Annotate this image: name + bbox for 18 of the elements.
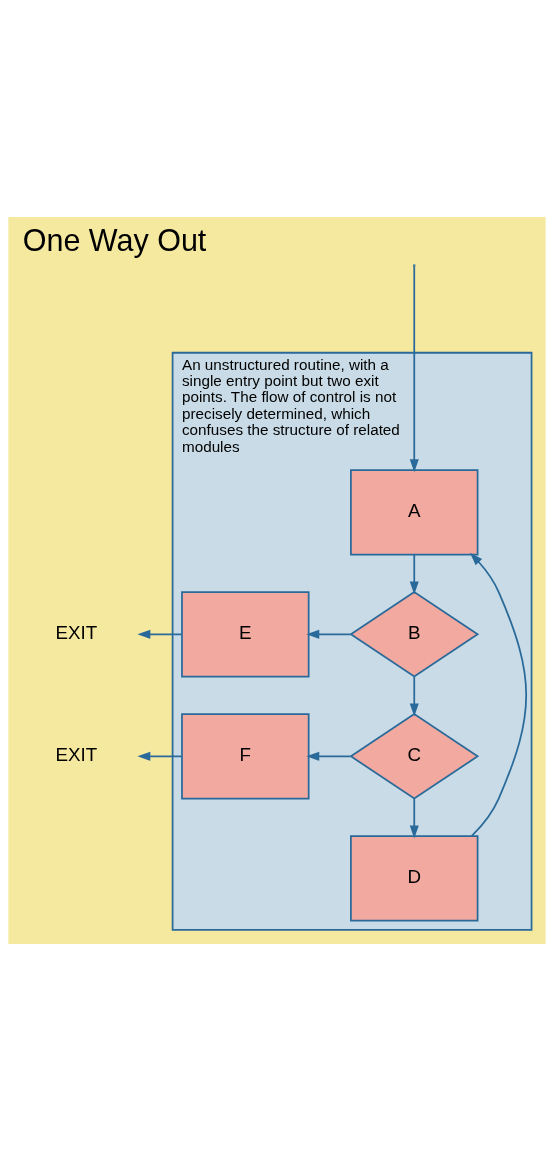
arrow: [137, 629, 183, 639]
node-diamond: B: [349, 591, 480, 678]
arrow: [306, 751, 352, 761]
node-text: EXIT: [55, 743, 98, 765]
node-box: F: [181, 713, 310, 800]
node-diamond: C: [349, 713, 480, 800]
arrow: [469, 552, 528, 837]
arrow: [137, 751, 183, 761]
arrow: [306, 629, 352, 639]
diagram-title: One Way Out: [22, 222, 207, 257]
arrow: [409, 265, 419, 473]
arrow: [409, 675, 419, 717]
node-box: E: [181, 591, 310, 678]
node-box: D: [350, 835, 479, 922]
node-box: A: [350, 469, 479, 556]
arrow: [409, 797, 419, 839]
arrow: [409, 553, 419, 595]
node-text: EXIT: [55, 621, 98, 643]
